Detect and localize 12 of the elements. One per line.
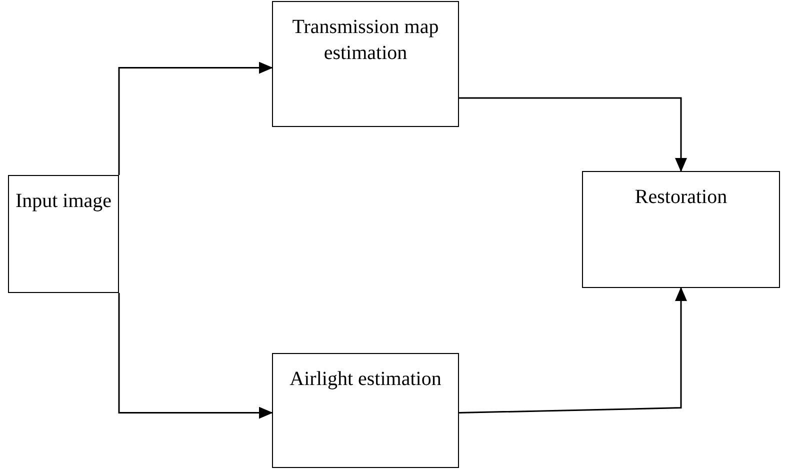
arrow bbox=[118, 293, 273, 419]
box-label: Airlight estimation bbox=[290, 367, 442, 392]
process-box bbox=[582, 171, 780, 288]
process-box bbox=[8, 175, 119, 293]
arrow bbox=[459, 97, 687, 172]
box-label: Restoration bbox=[634, 185, 728, 210]
box-label: Input image bbox=[15, 189, 112, 214]
process-box bbox=[272, 1, 459, 127]
arrow bbox=[118, 62, 273, 175]
process-box bbox=[272, 353, 459, 468]
box-label: Transmission map estimation bbox=[291, 15, 440, 66]
arrow bbox=[458, 287, 687, 414]
